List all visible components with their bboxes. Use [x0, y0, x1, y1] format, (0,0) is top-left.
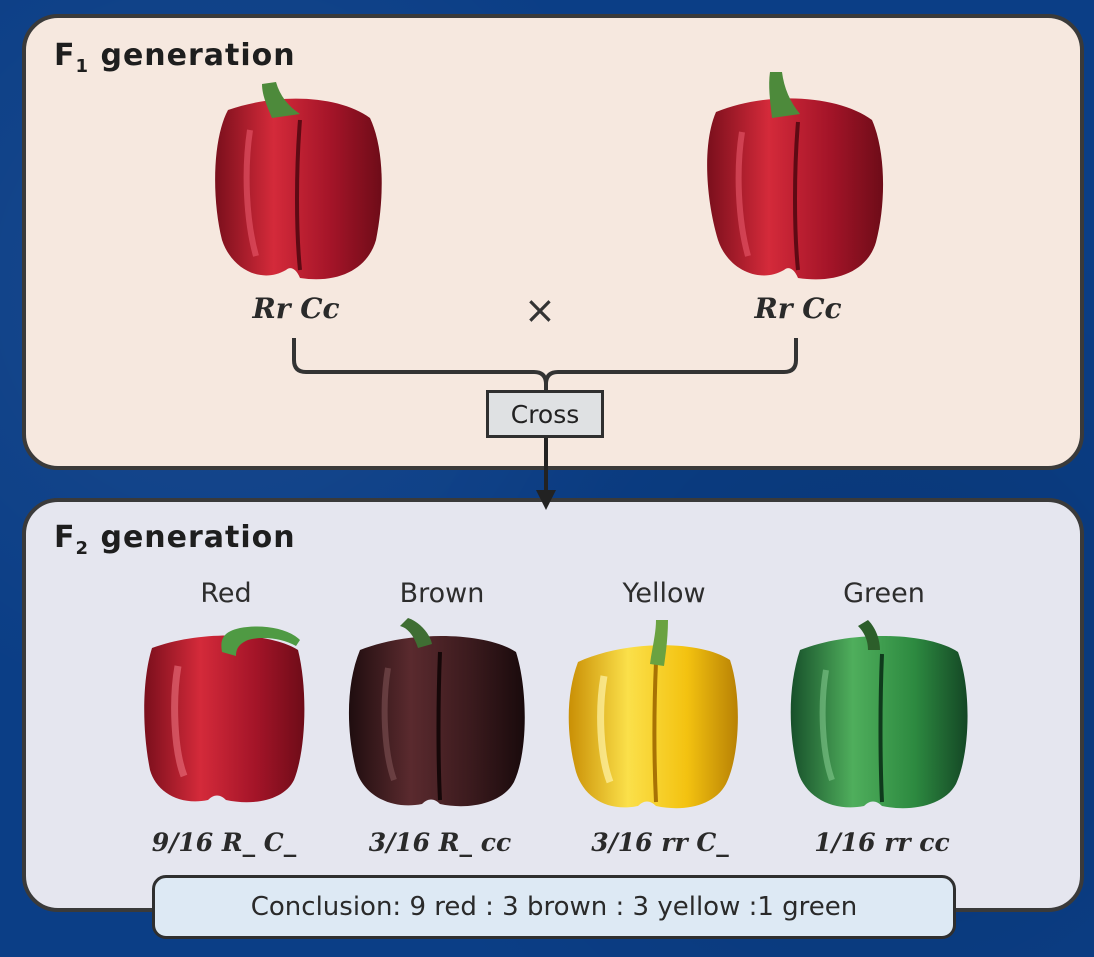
ratio-brown: 3/16 R_ cc — [368, 828, 512, 857]
stem-icon — [650, 620, 668, 666]
pepper-yellow — [568, 620, 738, 809]
arrow-head-icon — [536, 490, 556, 510]
parent-pepper-left — [215, 82, 382, 280]
phenotype-label-red: Red — [200, 578, 252, 609]
cross-label-box: Cross — [486, 390, 604, 438]
parent-pepper-right — [707, 72, 884, 280]
phenotype-label-yellow: Yellow — [622, 578, 706, 609]
stem-icon — [400, 618, 432, 648]
cross-bracket-right — [544, 338, 798, 385]
phenotype-label-green: Green — [843, 578, 925, 609]
ratio-red: 9/16 R_ C_ — [151, 828, 297, 857]
pepper-red — [144, 626, 305, 803]
stem-icon — [221, 626, 300, 656]
f1-generation-title: F1 generation — [54, 38, 296, 77]
ratio-green: 1/16 rr cc — [814, 828, 950, 857]
stem-icon — [769, 72, 800, 118]
cross-bracket-left — [292, 338, 548, 390]
parent-right-genotype: Rr Cc — [754, 292, 842, 325]
pepper-green — [790, 620, 968, 809]
stem-icon — [262, 82, 300, 118]
phenotype-label-brown: Brown — [399, 578, 485, 609]
ratio-yellow: 3/16 rr C_ — [591, 828, 729, 857]
parent-left-genotype: Rr Cc — [252, 292, 340, 325]
f2-generation-title: F2 generation — [54, 520, 296, 559]
conclusion-box: Conclusion: 9 red : 3 brown : 3 yellow :… — [152, 875, 956, 939]
stem-icon — [858, 620, 880, 650]
cross-symbol: × — [524, 288, 556, 332]
pepper-brown — [348, 618, 525, 807]
